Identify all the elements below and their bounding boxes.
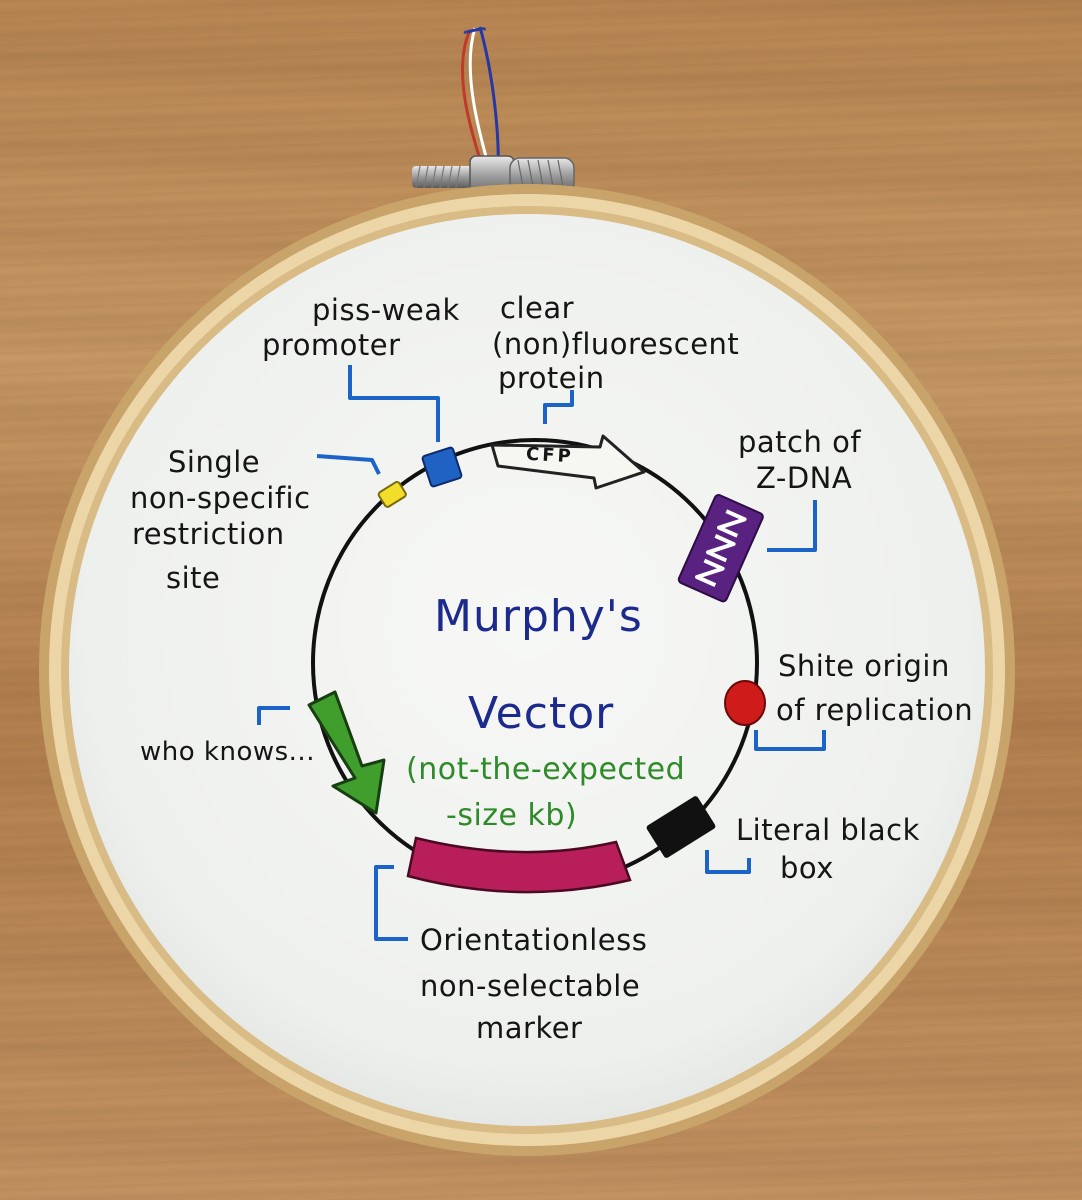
promoter-label-line1: piss-weak	[312, 293, 460, 327]
subtitle-line2: -size kb)	[446, 798, 578, 833]
fabric	[69, 214, 985, 1126]
cfp-label-line3: protein	[498, 361, 605, 395]
green-arrow	[307, 690, 386, 815]
origin-circle	[724, 680, 766, 726]
subtitle-line1: (not-the-expected	[406, 752, 686, 787]
marker-label-line3: marker	[476, 1011, 583, 1045]
promoter-label-line2: promoter	[262, 328, 401, 362]
origin-label-line2: of replication	[776, 693, 974, 727]
unknown-label: who knows...	[140, 737, 315, 767]
promoter-leader	[348, 365, 440, 442]
restriction-label-line3: restriction	[132, 517, 285, 551]
restriction-label-line1: Single	[168, 445, 261, 479]
restriction-leader	[316, 454, 381, 475]
zdna-label-line2: Z-DNA	[756, 461, 853, 495]
leader-lines	[257, 365, 826, 941]
cfp-arrow	[490, 434, 646, 490]
restriction-site-mark	[377, 480, 407, 508]
cfp-leader	[543, 390, 574, 424]
zdna-box	[677, 494, 764, 603]
promoter-box	[421, 446, 463, 488]
unknown-leader	[257, 706, 290, 725]
title-line1: Murphy's	[434, 591, 643, 642]
marker-leader	[374, 865, 408, 941]
black-box	[646, 796, 716, 858]
marker-label-line2: non-selectable	[420, 969, 641, 1003]
restriction-label-line4: site	[166, 561, 221, 595]
origin-leader	[754, 730, 826, 751]
zdna-label-line1: patch of	[738, 425, 862, 459]
blackbox-leader	[705, 850, 751, 874]
origin-label-line1: Shite origin	[778, 649, 950, 683]
restriction-label-line2: non-specific	[130, 481, 311, 515]
cfp-box-label: CFP	[525, 443, 575, 468]
zdna-leader	[767, 500, 817, 552]
marker-band	[406, 836, 632, 894]
cfp-label-line1: clear	[500, 291, 575, 325]
cfp-label-line2: (non)fluorescent	[492, 327, 740, 361]
title-line2: Vector	[468, 688, 615, 739]
blackbox-label-line2: box	[780, 851, 834, 885]
blackbox-label-line1: Literal black	[736, 813, 920, 847]
marker-label-line1: Orientationless	[420, 923, 648, 957]
